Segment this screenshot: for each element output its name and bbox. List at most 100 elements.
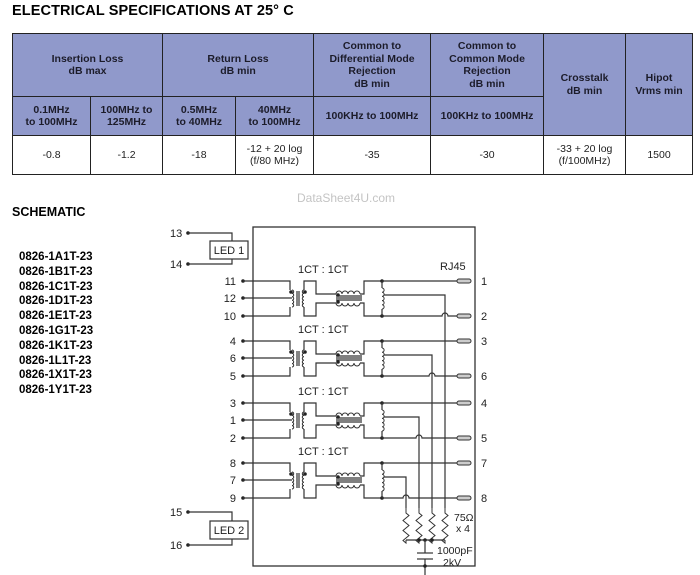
capacitor-rating-label: 2kV <box>443 557 461 569</box>
page-title: ELECTRICAL SPECIFICATIONS AT 25° C <box>12 3 294 19</box>
polarity-dot <box>289 412 293 416</box>
rj45-wire <box>382 372 457 377</box>
transformer-ratio-label: 1CT : 1CT <box>298 446 349 458</box>
choke-winding-bottom <box>335 484 361 489</box>
junction-dot <box>423 564 427 568</box>
led-wire <box>188 511 233 521</box>
value-cell: -35 <box>313 135 432 175</box>
led-pin-label: 13 <box>170 228 182 240</box>
primary-wire <box>243 489 291 499</box>
center-tap-drop <box>384 476 407 508</box>
led-label: LED 1 <box>214 245 245 257</box>
choke-winding-top <box>335 350 361 355</box>
polarity-dot <box>336 415 340 419</box>
polarity-dot <box>289 472 293 476</box>
rj45-contact <box>456 373 472 379</box>
polarity-dot <box>336 360 340 364</box>
choke-wire <box>360 462 382 477</box>
secondary-wire <box>303 402 336 417</box>
rj45-label: RJ45 <box>440 261 466 273</box>
secondary-wire <box>303 280 336 295</box>
transformer-ratio-label: 1CT : 1CT <box>298 264 349 276</box>
polarity-dot <box>303 472 307 476</box>
value-cell: -1.2 <box>89 135 164 175</box>
rj45-pin-label: 7 <box>481 458 487 470</box>
polarity-dot <box>303 290 307 294</box>
left-pin-label: 6 <box>230 353 236 365</box>
rj45-pin-label: 1 <box>481 276 487 288</box>
line-coil <box>381 347 385 370</box>
part-number: 0826-1K1T-23 <box>19 339 93 352</box>
junction-dot <box>430 538 434 542</box>
led-wire <box>188 539 233 546</box>
polarity-dot <box>336 482 340 486</box>
choke-winding-top <box>335 290 361 295</box>
rj45-wire <box>382 494 457 499</box>
part-number: 0826-1C1T-23 <box>19 280 93 293</box>
left-pin-label: 11 <box>225 276 236 288</box>
value-cell: -0.8 <box>12 135 91 175</box>
polarity-dot <box>336 293 340 297</box>
capacitor-value-label: 1000pF <box>437 545 473 557</box>
watermark: DataSheet4U.com <box>297 191 396 205</box>
line-coil <box>381 409 385 432</box>
termination-resistor <box>402 508 410 545</box>
left-pin-label: 1 <box>230 415 236 427</box>
left-pin-label: 5 <box>230 371 236 383</box>
led-pin-label: 15 <box>170 507 182 519</box>
choke-wire <box>360 340 382 355</box>
header-subrange-cell: 100KHz to 100MHz <box>430 96 545 136</box>
rj45-wire <box>382 312 457 317</box>
polarity-dot <box>303 412 307 416</box>
polarity-dot <box>336 353 340 357</box>
rj45-contact <box>456 495 472 501</box>
secondary-wire <box>303 340 336 355</box>
secondary-wire <box>303 484 336 499</box>
polarity-dot <box>336 475 340 479</box>
polarity-dot <box>336 300 340 304</box>
choke-winding-top <box>335 472 361 477</box>
polarity-dot <box>336 422 340 426</box>
rj45-pin-label: 3 <box>481 336 487 348</box>
choke-wire <box>360 280 382 295</box>
choke-winding-bottom <box>335 302 361 307</box>
left-pin-label: 8 <box>230 458 236 470</box>
junction-dot <box>417 538 421 542</box>
led-box <box>209 520 249 540</box>
led-pin-label: 16 <box>170 540 182 552</box>
values-row: -0.8-1.2-18-12 + 20 log(f/80 MHz)-35-30-… <box>12 135 694 175</box>
left-pin-label: 10 <box>224 311 236 323</box>
left-pin-label: 7 <box>230 475 236 487</box>
rj45-contact <box>456 435 472 441</box>
left-pin-label: 12 <box>224 293 236 305</box>
primary-wire <box>243 340 291 350</box>
rj45-contact <box>456 400 472 406</box>
termination-resistor <box>415 508 423 545</box>
resistor-count-label: x 4 <box>456 523 470 535</box>
primary-wire <box>243 307 291 317</box>
value-cell: -30 <box>430 135 545 175</box>
choke-wire <box>360 402 382 417</box>
choke-wire <box>360 302 382 317</box>
part-number: 0826-1L1T-23 <box>19 354 92 367</box>
termination-resistor <box>428 508 436 545</box>
module-outline <box>252 226 476 567</box>
rj45-pin-label: 6 <box>481 371 487 383</box>
choke-winding-bottom <box>335 424 361 429</box>
rj45-pin-label: 2 <box>481 311 487 323</box>
secondary-wire <box>303 302 336 317</box>
secondary-wire <box>303 362 336 377</box>
part-number: 0826-1B1T-23 <box>19 265 93 278</box>
